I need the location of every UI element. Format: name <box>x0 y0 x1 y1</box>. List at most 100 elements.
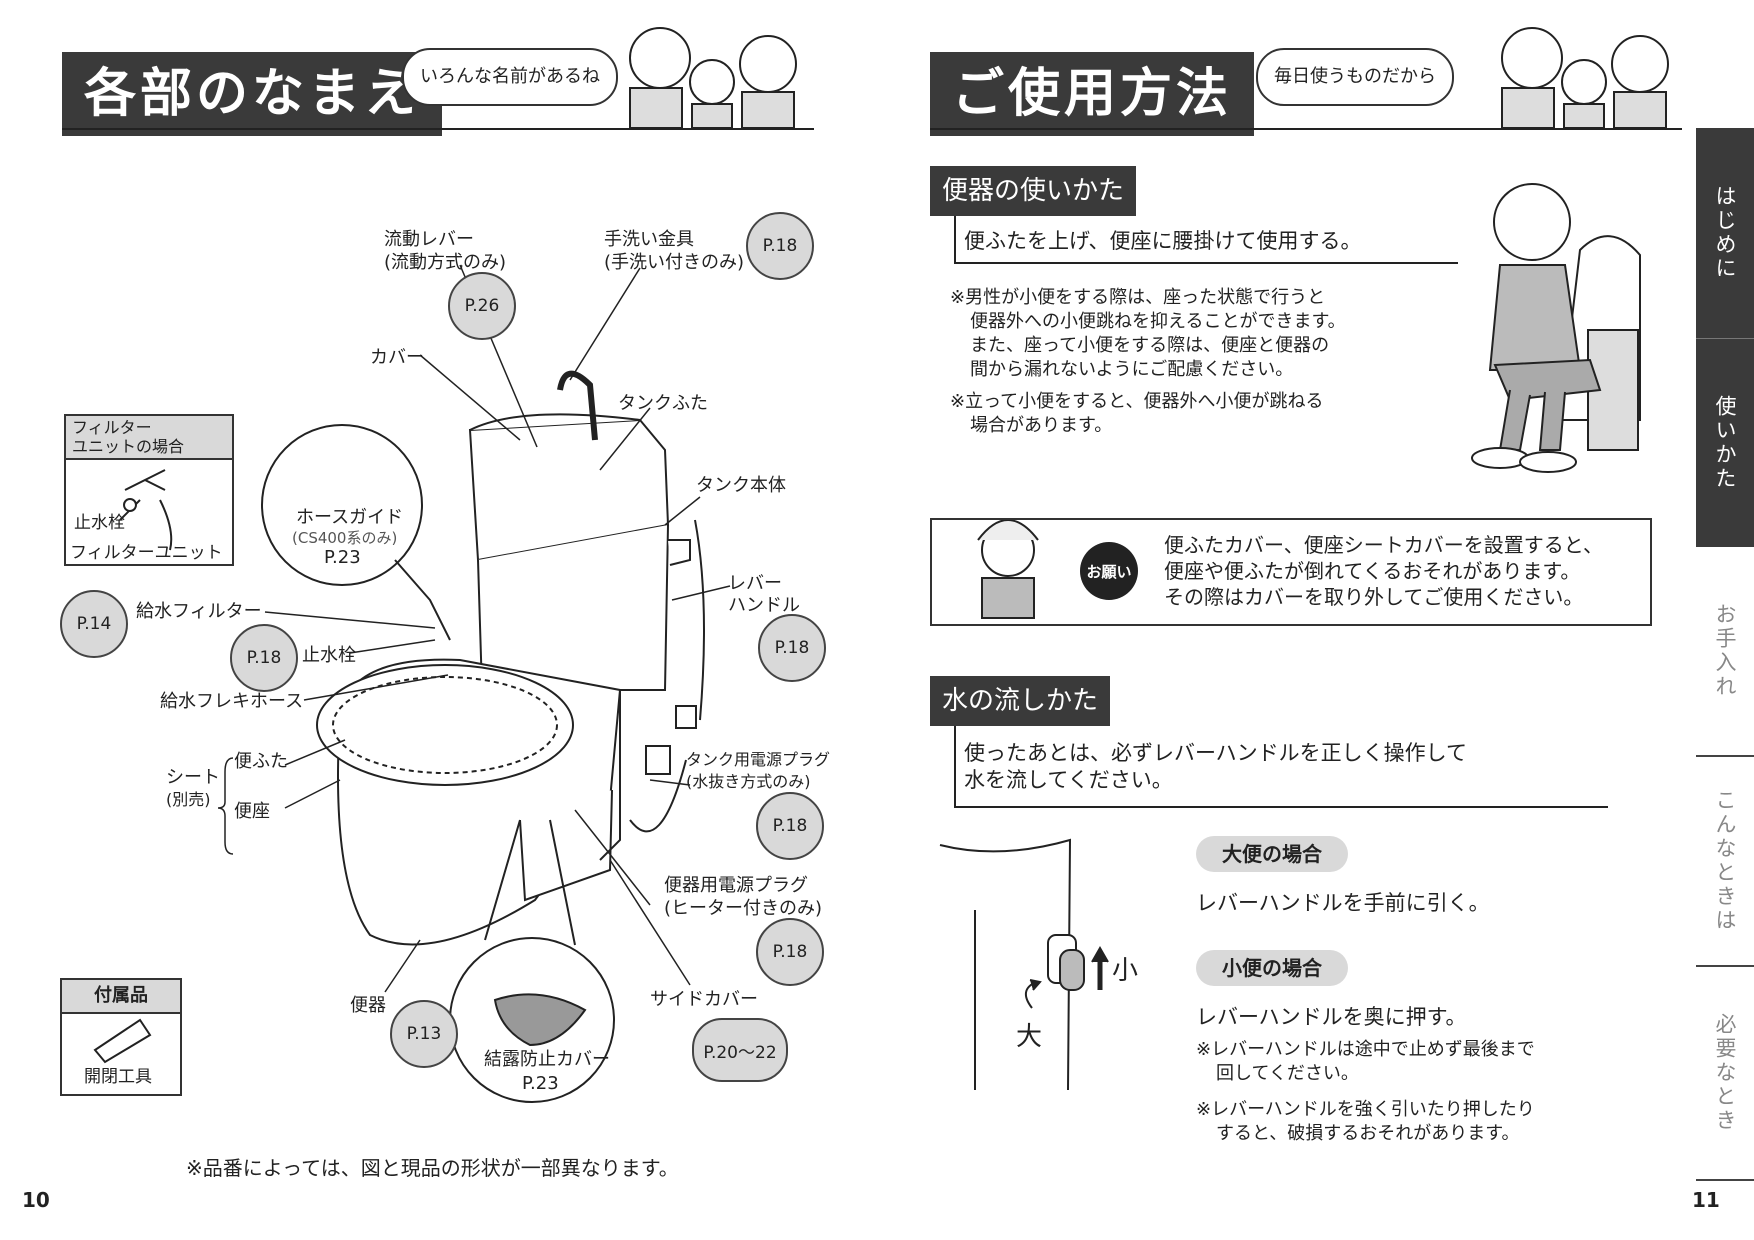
usage-note-1: ※男性が小便をする際は、座った状態で行うと 便器外への小便跳ねを抑えることができ… <box>950 286 1346 382</box>
pill-small-flush: 小便の場合 <box>1196 950 1348 986</box>
label-flow-lever-sub: (流動方式のみ) <box>384 252 507 273</box>
flush-bracket-left <box>954 726 956 806</box>
label-flex-hose: 給水フレキホース <box>160 691 304 712</box>
filter-box-title-1: フィルター <box>72 418 152 437</box>
side-tab-intro[interactable]: はじめに <box>1696 128 1754 338</box>
big-flush-text: レバーハンドルを手前に引く。 <box>1196 891 1490 915</box>
request-text-line-3: その際はカバーを取り外してご使用ください。 <box>1164 585 1584 609</box>
request-text-line-2: 便座や便ふたが倒れてくるおそれがあります。 <box>1164 559 1581 583</box>
label-flow-lever: 流動レバー <box>384 229 474 250</box>
label-bowl-plug-sub: (ヒーター付きのみ) <box>664 898 823 919</box>
page-ref-side-cover: P.20〜22 <box>692 1018 788 1082</box>
accessory-title: 付属品 <box>62 980 180 1014</box>
flush-note-b: ※レバーハンドルを強く引いたり押したり すると、破損するおそれがあります。 <box>1196 1098 1535 1146</box>
label-seat: シート <box>166 767 220 788</box>
flush-note-a-line-2: 回してください。 <box>1216 1063 1359 1084</box>
page-ref-stop-valve: P.18 <box>230 624 298 692</box>
speech-bubble-right: 毎日使うものだから <box>1256 48 1454 106</box>
label-seat-ring: 便座 <box>234 801 270 822</box>
page-ref-lever-handle: P.18 <box>758 614 826 682</box>
usage-note-1-line-3: また、座って小便をする際は、便座と便器の <box>970 335 1330 356</box>
usage-note-2-line-1: ※立って小便をすると、便器外へ小便が跳ねる <box>950 391 1324 412</box>
flush-note-b-line-2: すると、破損するおそれがあります。 <box>1216 1123 1520 1144</box>
lever-big-label: 大 <box>1016 1022 1043 1052</box>
side-tab-strip: はじめに 使いかた お手入れ こんなときは 必要なとき <box>1696 128 1754 1181</box>
label-lid: 便ふた <box>234 751 288 772</box>
label-condensation-cover: 結露防止カバー <box>484 1049 610 1070</box>
family-illustration-right <box>1501 27 1669 129</box>
label-bowl: 便器 <box>350 995 386 1016</box>
filter-unit-box: フィルター ユニットの場合 止水栓 フィルターユニット <box>64 414 234 566</box>
label-stop-valve: 止水栓 <box>302 645 356 666</box>
usage-note-1-line-1: ※男性が小便をする際は、座った状態で行うと <box>950 287 1326 308</box>
filter-unit-box-header: フィルター ユニットの場合 <box>66 416 232 460</box>
sitting-man-illustration <box>1471 183 1641 473</box>
label-supply-filter: 給水フィルター <box>136 601 262 622</box>
side-tab-care[interactable]: お手入れ <box>1696 547 1754 757</box>
label-side-cover: サイドカバー <box>650 989 758 1010</box>
accessory-box: 付属品 開閉工具 <box>60 978 182 1096</box>
page-ref-bowl-plug: P.18 <box>756 918 824 986</box>
opening-tool-drawing <box>93 1018 152 1064</box>
page-title-left: 各部のなまえ <box>62 52 443 136</box>
usage-note-1-line-2: 便器外への小便跳ねを抑えることができます。 <box>970 311 1346 332</box>
label-hose-guide-page: P.23 <box>324 547 361 568</box>
label-tank-plug-sub: (水抜き方式のみ) <box>686 772 811 791</box>
worker-illustration <box>977 519 1039 619</box>
flush-note-a: ※レバーハンドルは途中で止めず最後まで 回してください。 <box>1196 1038 1535 1086</box>
label-bowl-plug: 便器用電源プラグ <box>664 875 808 896</box>
page-ref-flow-lever: P.26 <box>448 272 516 340</box>
side-tab-usage[interactable]: 使いかた <box>1696 338 1754 547</box>
lever-detail-illustration <box>939 838 1109 1091</box>
usage-instruction: 便ふたを上げ、便座に腰掛けて使用する。 <box>964 229 1362 253</box>
label-tank-plug: タンク用電源プラグ <box>686 750 831 769</box>
flush-note-b-line-1: ※レバーハンドルを強く引いたり押したり <box>1196 1099 1535 1120</box>
filter-unit-drawing <box>119 469 173 551</box>
flush-bracket-bottom <box>954 806 1608 808</box>
page-ref-tank-plug: P.18 <box>756 792 824 860</box>
filter-box-filter-unit: フィルターユニット <box>70 543 223 563</box>
flush-instruction-line-2: 水を流してください。 <box>964 768 1173 792</box>
lever-small-label: 小 <box>1112 956 1139 986</box>
usage-note-2: ※立って小便をすると、便器外へ小便が跳ねる 場合があります。 <box>950 390 1323 438</box>
usage-bracket-left <box>954 216 956 262</box>
label-lever-handle-1: レバー <box>728 573 782 594</box>
request-text-line-1: 便ふたカバー、便座シートカバーを設置すると、 <box>1164 533 1603 557</box>
small-flush-text: レバーハンドルを奥に押す。 <box>1196 1005 1467 1029</box>
request-box: お願い 便ふたカバー、便座シートカバーを設置すると、 便座や便ふたが倒れてくるお… <box>930 518 1652 626</box>
page-number-left: 10 <box>22 1188 50 1212</box>
usage-note-2-line-2: 場合があります。 <box>970 415 1113 436</box>
usage-bracket-bottom <box>954 262 1458 264</box>
label-tank-lid: タンクふた <box>618 393 708 414</box>
label-hose-guide-sub: (CS400系のみ) <box>292 529 398 547</box>
label-hose-guide: ホースガイド <box>296 507 404 528</box>
label-handwash: 手洗い金具 <box>604 229 694 250</box>
request-text: 便ふたカバー、便座シートカバーを設置すると、 便座や便ふたが倒れてくるおそれがあ… <box>1164 532 1603 610</box>
flush-instruction-line-1: 使ったあとは、必ずレバーハンドルを正しく操作して <box>964 741 1467 765</box>
page-number-right: 11 <box>1692 1188 1720 1212</box>
hose-guide-zoom <box>261 424 423 586</box>
label-cover: カバー <box>370 347 424 368</box>
label-handwash-sub: (手洗い付きのみ) <box>604 252 745 273</box>
speech-bubble-left: いろんな名前があるね <box>402 48 618 106</box>
page-ref-bowl: P.13 <box>390 1000 458 1068</box>
usage-note-1-line-4: 間から漏れないようにご配慮ください。 <box>970 359 1294 380</box>
page-title-right: ご使用方法 <box>930 52 1255 136</box>
section-head-usage: 便器の使いかた <box>930 166 1137 216</box>
side-tab-when-needed[interactable]: 必要なとき <box>1696 967 1754 1181</box>
section-head-flush: 水の流しかた <box>930 676 1111 726</box>
toilet-diagram <box>316 370 705 946</box>
title-underline-left <box>62 128 814 130</box>
label-tank-body: タンク本体 <box>696 475 786 496</box>
title-underline-right <box>930 128 1682 130</box>
label-condensation-cover-page: P.23 <box>522 1073 559 1094</box>
page-ref-handwash: P.18 <box>746 212 814 280</box>
flush-instruction: 使ったあとは、必ずレバーハンドルを正しく操作して 水を流してください。 <box>964 740 1467 794</box>
side-tab-trouble[interactable]: こんなときは <box>1696 757 1754 967</box>
footnote: ※品番によっては、図と現品の形状が一部異なります。 <box>186 1156 679 1180</box>
pill-big-flush: 大便の場合 <box>1196 836 1348 872</box>
accessory-item: 開閉工具 <box>84 1067 152 1087</box>
request-badge: お願い <box>1080 542 1138 600</box>
label-seat-sub: (別売) <box>166 790 211 809</box>
